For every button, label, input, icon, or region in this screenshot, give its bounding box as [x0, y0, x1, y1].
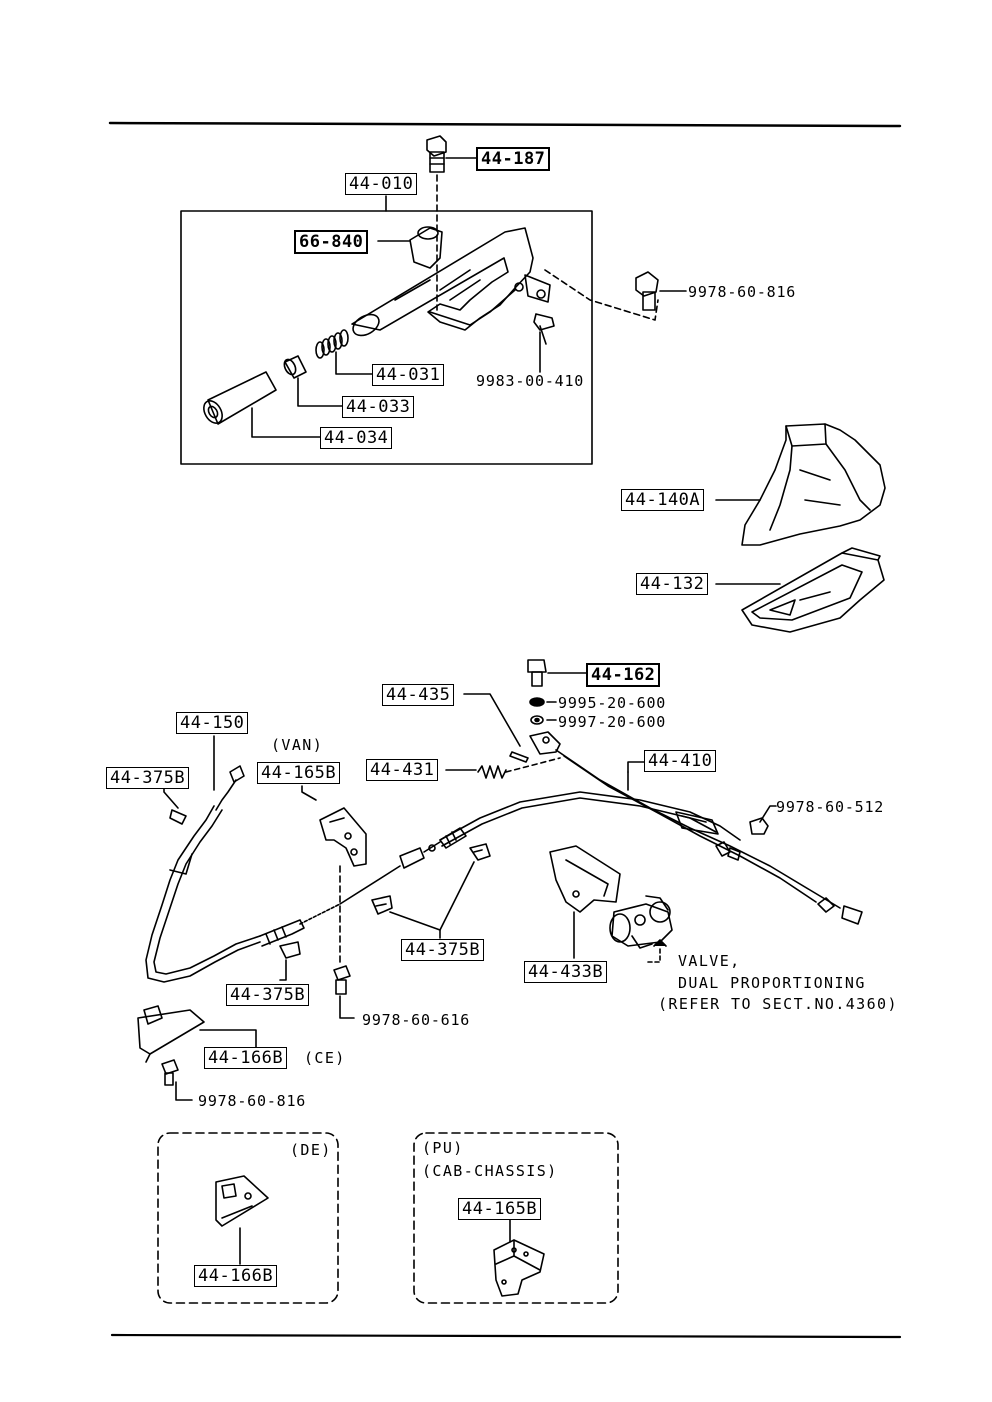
bolt-9978-60-616: [333, 965, 351, 995]
cable-end-mid: [715, 841, 741, 861]
leader-44-410: [627, 761, 647, 773]
bracket-44-165B-pu: [493, 1239, 545, 1297]
leader-44-435: [463, 693, 521, 747]
leader-44-031: [335, 351, 373, 375]
label-44-165B-van: 44-165B: [257, 762, 341, 784]
pin-44-435: [509, 751, 529, 763]
label-9995-20-600: 9995-20-600: [558, 694, 667, 712]
washer-9995-20-600: [529, 697, 545, 707]
label-44-375B-left: 44-375B: [106, 767, 190, 789]
equalizer-bracket: [529, 731, 561, 755]
lever-arm: [351, 227, 551, 337]
bracket-44-166B-ce: [137, 1005, 205, 1063]
leader-44-034: [251, 407, 321, 438]
dash-bolt-path: [544, 269, 659, 321]
dash-spring: [505, 757, 561, 773]
label-9997-20-600: 9997-20-600: [558, 713, 667, 731]
note-valve-line1: VALVE,: [678, 952, 741, 970]
note-valve-line2: DUAL PROPORTIONING: [678, 974, 866, 992]
clip-44-375B-mid-b: [371, 895, 393, 915]
cable-sleeve-44-410: [675, 811, 719, 835]
label-44-433B: 44-433B: [524, 961, 608, 983]
label-44-034: 44-034: [320, 427, 393, 449]
label-44-375B-mid: 44-375B: [401, 939, 485, 961]
bracket-44-165B-van: [319, 807, 367, 867]
label-66-840: 66-840: [294, 230, 369, 254]
sleeve-44-033: [283, 355, 307, 379]
leader-44-165B-van: [301, 785, 317, 801]
leader-9978-60-512: [759, 805, 777, 823]
cap-66-840: [409, 226, 443, 269]
bracket-44-166B-de: [215, 1175, 269, 1227]
screw-9983-00-410: [533, 313, 555, 345]
label-9978-60-816-top: 9978-60-816: [688, 283, 797, 301]
clip-44-375B-low: [279, 941, 301, 959]
cable-44-410-lower: [563, 755, 817, 903]
valve-dual-proportioning: [609, 895, 673, 949]
leader-44-166B-ce: [199, 1029, 257, 1049]
cable-44-150: [145, 765, 441, 983]
label-44-150: 44-150: [176, 712, 249, 734]
bolt-9978-60-816-top: [635, 271, 659, 311]
label-44-162: 44-162: [586, 663, 661, 687]
label-44-435: 44-435: [382, 684, 455, 706]
label-44-166B-ce: 44-166B: [204, 1047, 288, 1069]
label-44-033: 44-033: [342, 396, 415, 418]
note-de: (DE): [290, 1141, 332, 1159]
leader-9978-60-816-bottom: [175, 1081, 193, 1101]
leader-44-375B-low: [279, 959, 287, 981]
label-44-165B-pu: 44-165B: [458, 1198, 542, 1220]
label-44-010: 44-010: [345, 173, 418, 195]
label-9983-00-410: 9983-00-410: [476, 372, 585, 390]
note-valve-line3: (REFER TO SECT.NO.4360): [658, 995, 898, 1013]
bolt-44-187: [426, 135, 447, 173]
note-van: (VAN): [271, 736, 324, 754]
label-44-031: 44-031: [372, 364, 445, 386]
bolt-9978-60-512: [749, 817, 769, 835]
label-44-375B-low: 44-375B: [226, 984, 310, 1006]
cable-44-410-arc: [439, 791, 741, 841]
bolt-9978-60-816-bottom: [161, 1059, 179, 1086]
bolt-44-162: [527, 659, 547, 687]
bracket-44-433B: [549, 845, 621, 913]
cable-end-right: [817, 897, 863, 925]
label-9978-60-512: 9978-60-512: [776, 798, 885, 816]
label-9978-60-816-bottom: 9978-60-816: [198, 1092, 307, 1110]
cable-44-410-upper: [555, 749, 841, 909]
label-44-140A: 44-140A: [621, 489, 705, 511]
note-cab-chassis: (CAB-CHASSIS): [422, 1162, 558, 1180]
washer-9997-20-600: [530, 715, 544, 725]
tray-44-132: [741, 547, 885, 633]
cable-connector-mid: [439, 827, 467, 849]
leader-44-375B-mid: [389, 861, 475, 931]
note-pu: (PU): [422, 1139, 464, 1157]
leader-9978-60-616: [339, 995, 355, 1019]
label-44-187: 44-187: [476, 147, 551, 171]
spring-44-431: [477, 765, 507, 779]
label-44-431: 44-431: [366, 759, 439, 781]
boot-44-140A: [741, 423, 886, 546]
clip-44-375B-mid-a: [469, 843, 491, 861]
leader-valve: [647, 947, 661, 963]
label-44-132: 44-132: [636, 573, 709, 595]
leader-44-033: [297, 377, 343, 407]
bottom-rule: [110, 1333, 902, 1339]
spring-44-031: [315, 329, 349, 359]
label-44-410: 44-410: [644, 750, 717, 772]
top-rule: [108, 121, 902, 128]
inset-de-frame: [157, 1132, 339, 1304]
note-ce: (CE): [304, 1049, 346, 1067]
clip-44-375B-left: [169, 809, 187, 825]
label-9978-60-616: 9978-60-616: [362, 1011, 471, 1029]
grip-44-034: [203, 371, 277, 425]
label-44-166B-de: 44-166B: [194, 1265, 278, 1287]
